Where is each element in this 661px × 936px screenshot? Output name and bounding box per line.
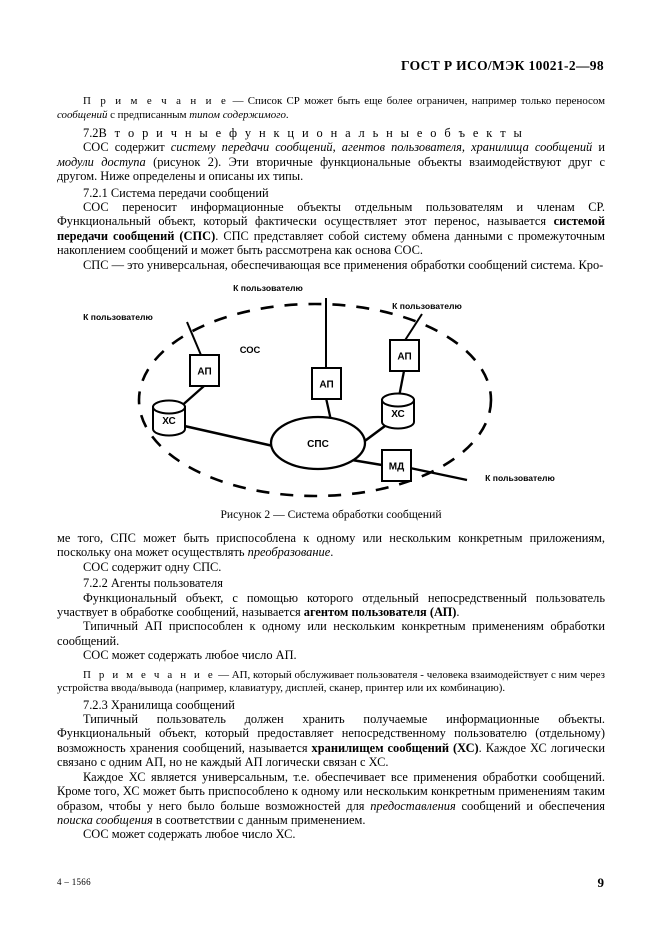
node-au-label: МД: [389, 462, 404, 473]
label-user-bottom-right: К пользователю: [485, 473, 555, 483]
paragraph-secondary-objects: СОС содержит систему передачи сообщений,…: [57, 140, 605, 183]
node-ms-left-label: ХС: [162, 416, 176, 427]
section-heading-7-2-3: 7.2.3 Хранилища сообщений: [83, 697, 235, 712]
note-text-2: АП, который обслуживает пользователя - ч…: [57, 668, 605, 695]
note-italic-1b: типом содержимого: [189, 108, 286, 121]
node-ua-left-box: [189, 354, 220, 387]
node-ms-left-top: [152, 399, 186, 415]
note-label-2: П р и м е ч а н и е: [83, 668, 216, 681]
link-ms-left-to-mta: [179, 423, 283, 450]
para9-text-a: Типичный пользователь должен хранить пол…: [57, 712, 605, 755]
note-paragraph-1: П р и м е ч а н и е — Список СР может бы…: [57, 95, 605, 122]
para10-text-c: в соответствии с данным применением.: [152, 812, 366, 827]
node-ms-right-top: [381, 392, 415, 408]
para10-italic-1: предоставления: [370, 798, 456, 813]
section-heading-7-2-1: 7.2.1 Система передачи сообщений: [83, 185, 269, 200]
para10-text-b: сообщений и обеспечения: [455, 798, 605, 813]
paragraph-ua-definition: Функциональный объект, с помощью которог…: [57, 591, 605, 620]
node-mta-shape: [269, 415, 367, 471]
para9-text-c: . Каждое ХС логически связано с одним АП…: [57, 740, 605, 770]
paragraph-mts-conversion: ме того, СПС может быть приспособлена к …: [57, 531, 605, 560]
para4-italic: преобразование: [247, 545, 331, 560]
node-au: МД: [381, 449, 412, 482]
node-ua-center-label: АП: [319, 380, 333, 391]
paragraph-ua-typical: Типичный АП приспособлен к одному или не…: [57, 619, 605, 648]
para10-italic-2: поиска сообщения: [57, 812, 153, 827]
para2-bold-term: системой передачи сообщений (СПС): [57, 214, 605, 243]
node-ua-right-label: АП: [397, 352, 411, 363]
node-ms-left: ХС: [152, 399, 186, 437]
text-column-top: П р и м е ч а н и е — Список СР может бы…: [57, 92, 605, 272]
figure-message-handling-system: АП АП АП ХС ХС: [57, 276, 605, 524]
para6-text-c: .: [456, 605, 460, 620]
section-heading-7-2-2: 7.2.2 Агенты пользователя: [83, 576, 223, 591]
label-user-top-left: К пользователю: [83, 312, 153, 322]
paragraph-ms-count: СОС может содержать любое число ХС.: [83, 827, 296, 842]
mhs-environment-boundary: [137, 302, 493, 498]
note-label-1: П р и м е ч а н и е: [83, 95, 229, 107]
footer-signature-mark: 4 – 1566: [57, 877, 91, 887]
note-text-1a: Список СР может быть еще более ограничен…: [247, 95, 605, 107]
footer-page-number: 9: [597, 875, 605, 890]
note-dash-1: —: [228, 95, 248, 107]
figure-caption: Рисунок 2 — Система обработки сообщений: [220, 508, 442, 521]
node-ms-right: ХС: [381, 392, 415, 430]
label-user-top-center: К пользователю: [233, 283, 303, 293]
node-mta-label: СПС: [307, 439, 329, 450]
section-heading-7-2: 7.2В т о р и ч н ы е ф у н к ц и о н а л…: [57, 126, 605, 140]
paragraph-mts-definition: СОС переносит информационные объекты отд…: [57, 200, 605, 258]
text-column-bottom: ме того, СПС может быть приспособлена к …: [57, 531, 605, 842]
paragraph-ua-count: СОС может содержать любое число АП.: [83, 648, 297, 663]
para1-italic-1: систему передачи сообщений, агентов поль…: [170, 140, 593, 155]
note-italic-1a: сообщений: [57, 108, 108, 121]
node-ua-left-label: АП: [197, 367, 211, 378]
running-head-standard-title: ГОСТ Р ИСО/МЭК 10021-2—98: [401, 58, 604, 73]
node-ua-right-box: [389, 339, 420, 372]
para1-text-c: (рисунок 2). Эти вторичные функциональны…: [57, 154, 605, 184]
node-ua-right: АП: [389, 339, 420, 372]
para2-text-c: . СПС представляет собой систему обмена …: [57, 228, 605, 258]
node-ua-left: АП: [189, 354, 220, 387]
para6-text-a: Функциональный объект, с помощью которог…: [57, 590, 605, 620]
mhs-environment-label: СОС: [240, 344, 261, 355]
paragraph-ms-definition: Типичный пользователь должен хранить пол…: [57, 712, 605, 770]
note-dash-2: —: [215, 668, 232, 681]
node-ms-left-body: [152, 406, 186, 437]
paragraph-ms-universal: Каждое ХС является универсальным, т.е. о…: [57, 770, 605, 828]
para10-text-a: Каждое ХС является универсальным, т.е. о…: [57, 769, 605, 813]
node-ua-center-box: [311, 367, 342, 400]
para2-text-a: СОС переносит информационные объекты отд…: [57, 200, 605, 229]
paragraph-one-mts: СОС содержит одну СПС.: [83, 559, 222, 574]
para1-text-a: СОС содержит: [83, 140, 171, 155]
node-mta: СПС: [269, 415, 367, 471]
label-user-top-right: К пользователю: [392, 301, 462, 311]
para1-text-b: и: [592, 140, 605, 155]
para1-italic-2: модули доступа: [57, 154, 146, 169]
note-paragraph-2: П р и м е ч а н и е — АП, который обслуж…: [57, 669, 605, 696]
para6-bold-term: агентом пользователя (АП): [303, 605, 457, 620]
note-text-1c: .: [285, 108, 289, 121]
para4-text-a: ме того, СПС может быть приспособлена к …: [57, 531, 605, 560]
link-au-to-user: [409, 466, 468, 482]
node-ms-right-body: [381, 399, 415, 430]
node-au-box: [381, 449, 412, 482]
para9-bold-term: хранилищем сообщений (ХС): [311, 740, 479, 755]
section-title-7-2: В т о р и ч н ы е ф у н к ц и о н а л ь …: [98, 126, 525, 140]
paragraph-mts-universal: СПС — это универсальная, обеспечивающая …: [83, 257, 604, 272]
figure-svg: АП АП АП ХС ХС: [83, 283, 555, 498]
section-number-7-2: 7.2: [83, 126, 99, 140]
para4-text-b: .: [330, 545, 334, 560]
node-ua-center: АП: [311, 367, 342, 400]
note-text-1b: с предписанным: [107, 108, 190, 121]
node-ms-right-label: ХС: [391, 409, 405, 420]
